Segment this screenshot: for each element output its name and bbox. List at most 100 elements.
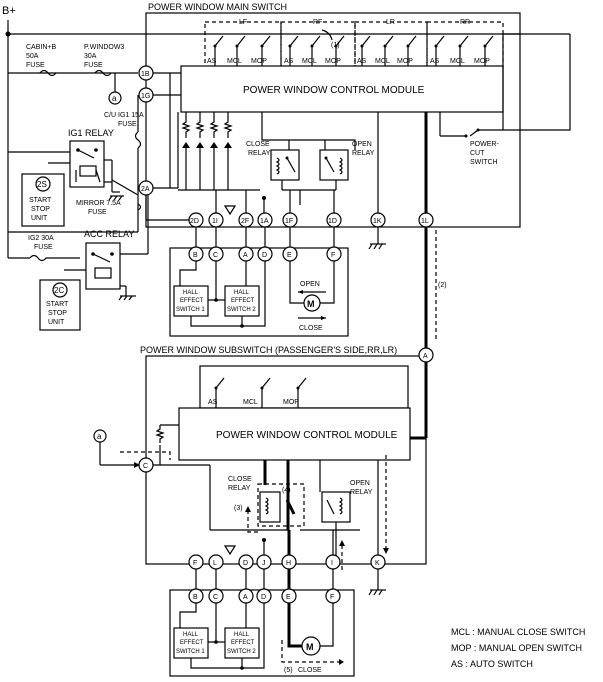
group-rr-label: RR — [460, 19, 470, 26]
legend-mop: MOP : MANUAL OPEN SWITCH — [451, 643, 582, 653]
sub-motor-pins: B C A D E F — [188, 588, 341, 604]
svg-text:F: F — [330, 594, 334, 601]
sub-control-module — [178, 407, 411, 461]
svg-text:D: D — [262, 252, 267, 259]
battery-label: B+ — [2, 5, 16, 17]
callout-2: (2) — [438, 282, 447, 289]
main-hall-switch-1: HALL EFFECT SWITCH 1 — [173, 285, 209, 317]
svg-text:A: A — [243, 252, 248, 259]
svg-text:1D: 1D — [328, 218, 337, 225]
svg-text:J: J — [262, 560, 266, 567]
sub-window-motor: M (5) CLOSE — [281, 603, 344, 674]
svg-text:2A: 2A — [141, 186, 150, 193]
connector-a-label: a — [112, 94, 117, 103]
svg-text:M: M — [307, 299, 315, 309]
svg-text:STOP: STOP — [31, 206, 50, 213]
mirror-fuse-label: MIRROR 7.5A — [76, 200, 121, 207]
cuig1-fuse-label: C/U IG1 15A — [104, 112, 144, 119]
main-switch-groups: LF RF LR RR — [204, 19, 504, 69]
pwindow-fuse: P.WINDOW3 30A FUSE — [84, 44, 124, 77]
pin-a-sub: A — [418, 347, 434, 363]
sub-resistor — [155, 425, 165, 443]
sub-hall-switch-1: HALL EFFECT SWITCH 1 — [173, 627, 209, 659]
callout-1: (1) — [331, 42, 340, 49]
svg-text:MCL: MCL — [450, 58, 465, 65]
main-switch-contacts — [213, 35, 494, 66]
ground-1k — [368, 227, 386, 250]
acc-relay — [85, 242, 121, 290]
svg-text:SWITCH 2: SWITCH 2 — [227, 307, 256, 313]
svg-text:C: C — [213, 252, 218, 259]
svg-text:MCL: MCL — [227, 58, 242, 65]
svg-text:MCL: MCL — [302, 58, 317, 65]
sub-switch-bottom-pins: F L D J H I K — [188, 554, 386, 570]
group-rf-label: RF — [313, 19, 322, 26]
svg-text:RELAY: RELAY — [248, 150, 271, 157]
svg-text:AS: AS — [284, 58, 294, 65]
start-stop-2-badge — [52, 282, 68, 298]
svg-text:MOP: MOP — [325, 58, 341, 65]
svg-text:SWITCH 1: SWITCH 1 — [176, 649, 205, 655]
main-window-motor: M OPEN CLOSE — [289, 261, 335, 332]
svg-text:RELAY: RELAY — [350, 489, 373, 496]
svg-text:RELAY: RELAY — [352, 150, 375, 157]
acc-relay-label: ACC RELAY — [84, 229, 134, 239]
group-lf-label: LF — [239, 19, 247, 26]
callout-5: (5) — [284, 667, 293, 674]
cabin-fuse: CABIN+B 50A FUSE — [26, 44, 56, 77]
ig2-fuse-label: IG2 30A — [28, 235, 54, 242]
main-switch-bottom-pins: 2D 1I 2F 1A 1F 1D 1K 1L — [188, 212, 434, 228]
legend-as: AS : AUTO SWITCH — [451, 659, 533, 669]
ig1-relay-label: IG1 RELAY — [68, 128, 114, 138]
svg-text:SWITCH: SWITCH — [470, 159, 498, 166]
svg-text:START: START — [46, 301, 69, 308]
svg-text:EFFECT: EFFECT — [231, 640, 255, 646]
svg-text:FUSE: FUSE — [88, 209, 107, 216]
svg-text:STOP: STOP — [48, 310, 67, 317]
svg-text:FUSE: FUSE — [118, 121, 137, 128]
svg-text:MCL: MCL — [243, 399, 258, 406]
svg-text:2D: 2D — [190, 218, 199, 225]
svg-text:SWITCH 2: SWITCH 2 — [227, 649, 256, 655]
svg-text:D: D — [261, 594, 266, 601]
svg-text:1A: 1A — [260, 218, 269, 225]
ground-ig1 — [108, 191, 124, 201]
main-hall-switch-2: HALL EFFECT SWITCH 2 — [224, 285, 260, 317]
sub-module-label: POWER WINDOW CONTROL MODULE — [216, 430, 398, 441]
svg-text:1I: 1I — [212, 218, 218, 225]
main-motor-pins: B C A D E F — [188, 246, 342, 262]
sub-switch-contacts: AS MCL MOP — [208, 377, 307, 408]
svg-text:HALL: HALL — [234, 632, 250, 638]
svg-text:EFFECT: EFFECT — [180, 298, 204, 304]
svg-text:OPEN: OPEN — [352, 141, 372, 148]
start-stop-unit-1 — [21, 173, 65, 227]
callout-4: (4) — [282, 487, 291, 494]
svg-text:1G: 1G — [141, 93, 150, 100]
connector-a-top — [108, 91, 122, 105]
svg-text:2S: 2S — [37, 180, 47, 189]
callout-3: (3) — [234, 505, 243, 512]
svg-text:P.WINDOW3: P.WINDOW3 — [84, 44, 124, 51]
svg-text:C: C — [143, 463, 148, 470]
svg-text:EFFECT: EFFECT — [231, 298, 255, 304]
svg-text:K: K — [375, 560, 380, 567]
svg-text:L: L — [213, 560, 217, 567]
svg-text:1L: 1L — [421, 218, 429, 225]
sub-hall-switch-2: HALL EFFECT SWITCH 2 — [224, 627, 260, 659]
pin-1g: 1G — [138, 87, 154, 103]
sub-close-relay — [257, 483, 305, 527]
ground-sub-k — [368, 569, 386, 596]
svg-text:A: A — [423, 353, 428, 360]
svg-text:MOP: MOP — [397, 58, 413, 65]
sub-close-relay-label: CLOSE — [228, 476, 252, 483]
pin-1b: 1B — [138, 65, 154, 81]
main-switch-labels: AS MCL MOP AS MCL MOP AS MCL MOP AS MCL … — [207, 58, 490, 65]
svg-text:FUSE: FUSE — [34, 244, 53, 251]
group-lr-label: LR — [386, 19, 395, 26]
svg-text:SWITCH 1: SWITCH 1 — [176, 307, 205, 313]
svg-text:E: E — [286, 594, 291, 601]
svg-text:a: a — [97, 432, 102, 441]
main-open-label: OPEN — [300, 281, 320, 288]
svg-text:POWER-: POWER- — [470, 141, 499, 148]
